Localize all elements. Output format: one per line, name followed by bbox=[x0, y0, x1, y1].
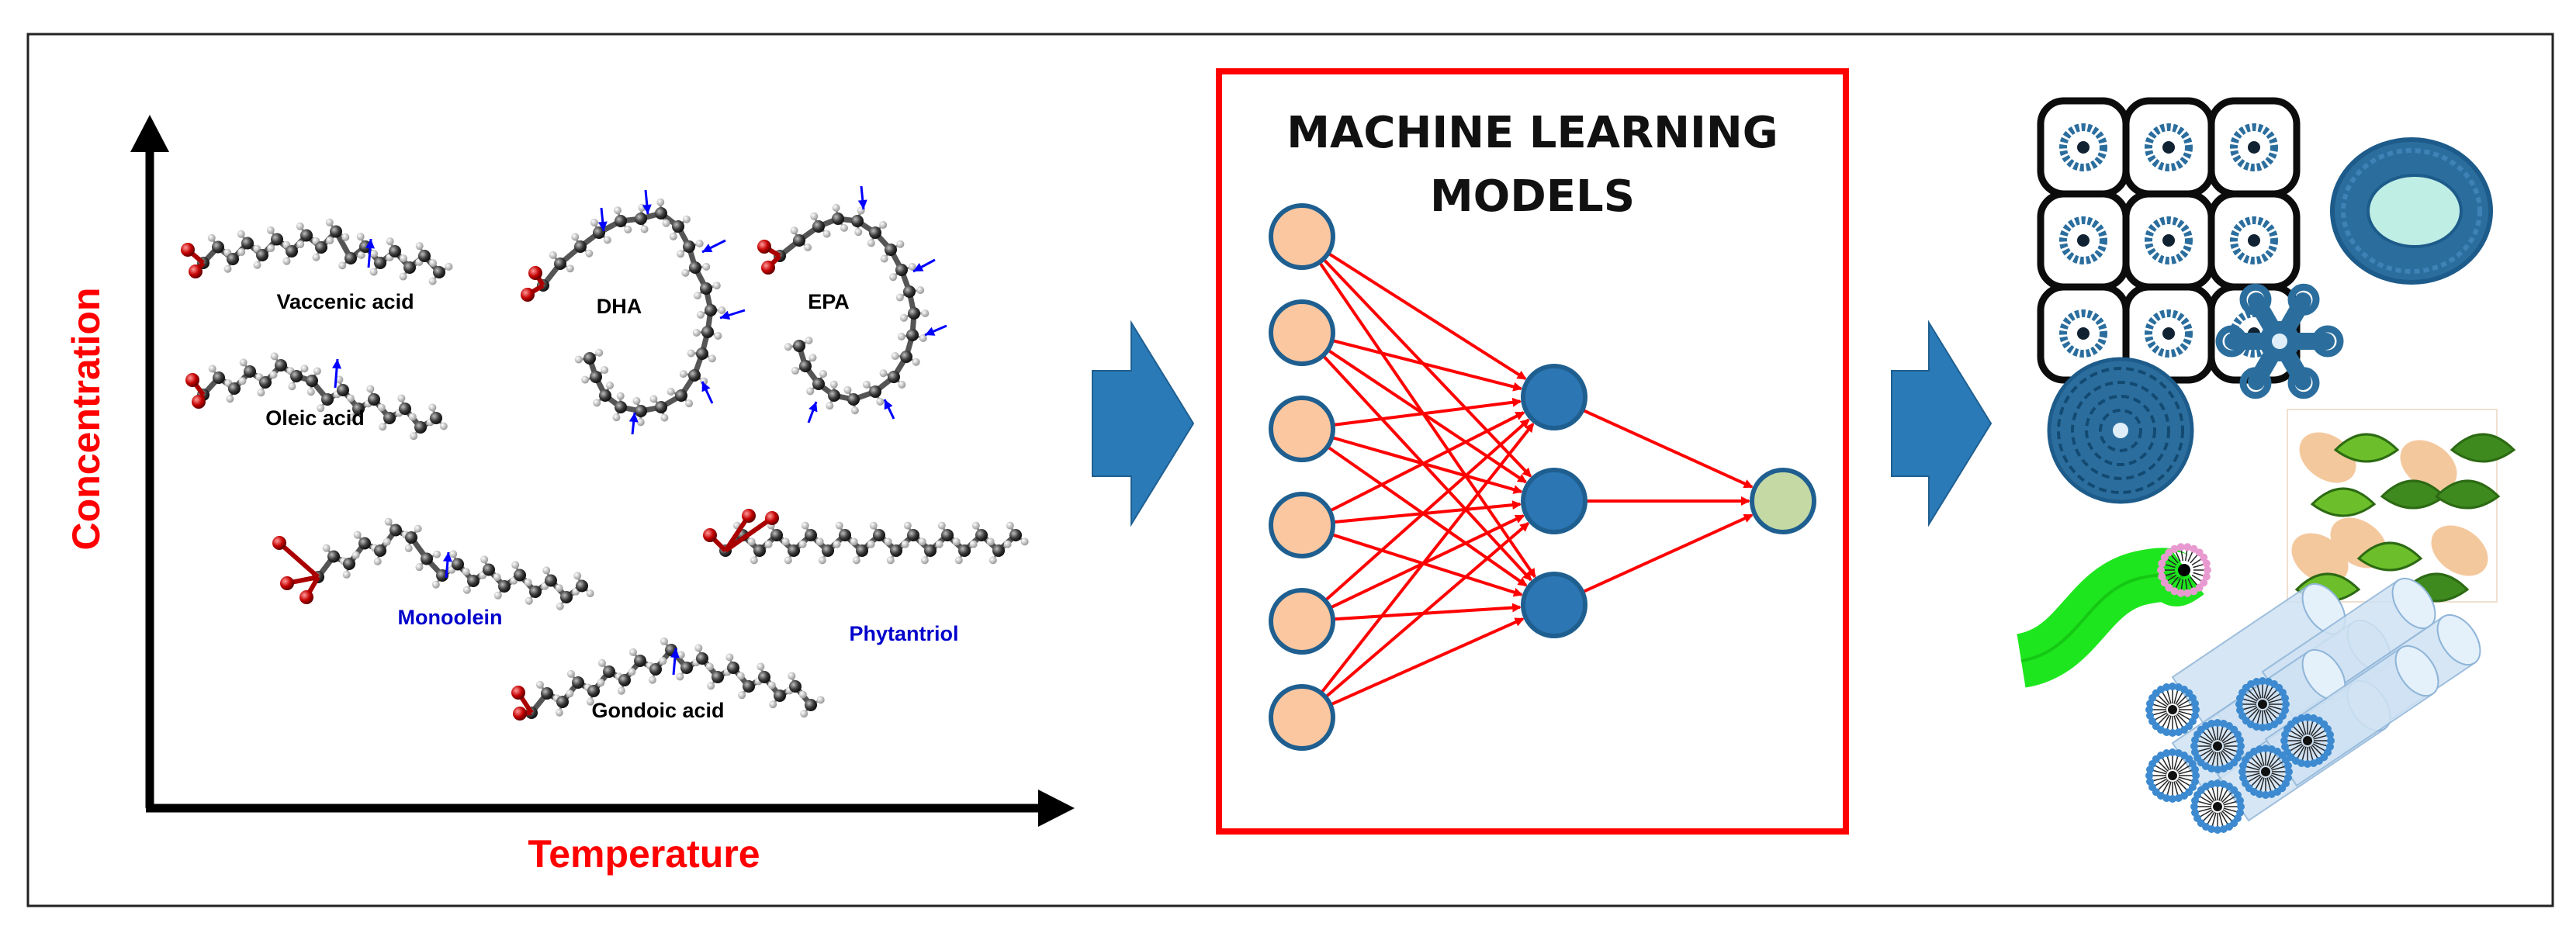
flow-arrow-right-2 bbox=[1891, 320, 1993, 527]
input-node-1 bbox=[1269, 299, 1335, 366]
edge-input-5-hidden-1 bbox=[1324, 522, 1530, 699]
edge-input-3-hidden-2 bbox=[1331, 533, 1523, 597]
edge-input-5-hidden-0 bbox=[1320, 423, 1535, 694]
output-node-0 bbox=[1750, 468, 1816, 534]
edge-hidden-0-output-0 bbox=[1581, 408, 1754, 489]
molecule-labels: Vaccenic acid DHA EPA Oleic acid Monoole… bbox=[265, 290, 958, 722]
vesicle-icon bbox=[2330, 137, 2493, 285]
label-vaccenic-acid: Vaccenic acid bbox=[276, 290, 414, 313]
edge-input-4-hidden-1 bbox=[1329, 514, 1525, 610]
figure-border bbox=[26, 33, 2554, 907]
input-node-2 bbox=[1269, 396, 1335, 462]
label-oleic-acid: Oleic acid bbox=[265, 406, 365, 430]
edge-input-1-hidden-2 bbox=[1321, 354, 1532, 582]
input-node-3 bbox=[1269, 492, 1335, 558]
ml-title-line1: MACHINE LEARNING bbox=[1286, 108, 1778, 158]
molecule-phytantriol bbox=[703, 509, 1029, 565]
label-dha: DHA bbox=[597, 295, 642, 318]
molecule-panel bbox=[181, 185, 1029, 721]
spherical-micelle-icon bbox=[2047, 357, 2194, 504]
ml-title-line2: MODELS bbox=[1430, 171, 1635, 222]
input-node-4 bbox=[1269, 588, 1335, 655]
input-node-0 bbox=[1269, 203, 1335, 270]
edge-input-2-hidden-2 bbox=[1326, 445, 1528, 587]
neural-network bbox=[1269, 203, 1816, 751]
molecule-oleic-acid bbox=[185, 352, 448, 441]
worm-micelle-icon bbox=[2015, 543, 2211, 688]
y-axis-arrowhead bbox=[130, 115, 169, 152]
flow-arrow-right-1 bbox=[1092, 320, 1195, 527]
x-axis-arrowhead bbox=[1038, 790, 1075, 827]
label-monoolein: Monoolein bbox=[398, 606, 503, 629]
hexagonal-cylinders-icon bbox=[2145, 577, 2481, 834]
self-assembly-structures bbox=[2015, 97, 2516, 834]
y-axis-title: Concentration bbox=[64, 288, 108, 551]
molecule-dha bbox=[521, 189, 746, 435]
hidden-node-0 bbox=[1521, 364, 1587, 430]
label-gondoic-acid: Gondoic acid bbox=[591, 699, 724, 722]
molecule-gondoic-acid bbox=[511, 637, 825, 721]
edge-hidden-2-output-0 bbox=[1581, 513, 1754, 594]
x-axis-title: Temperature bbox=[528, 832, 760, 876]
edge-input-1-hidden-1 bbox=[1327, 348, 1528, 484]
gyroid-icon bbox=[2287, 409, 2516, 603]
edge-input-1-hidden-0 bbox=[1331, 338, 1523, 392]
edge-input-0-hidden-1 bbox=[1322, 257, 1532, 478]
hexagonal-micelle-icon bbox=[2215, 283, 2344, 399]
label-epa: EPA bbox=[808, 290, 850, 313]
edge-input-5-hidden-2 bbox=[1329, 617, 1525, 707]
molecule-epa bbox=[757, 185, 947, 423]
hidden-node-1 bbox=[1521, 468, 1587, 534]
edge-input-2-hidden-1 bbox=[1331, 436, 1523, 494]
edge-input-0-hidden-2 bbox=[1317, 261, 1536, 579]
edge-input-2-hidden-0 bbox=[1332, 397, 1522, 427]
edge-input-3-hidden-1 bbox=[1332, 500, 1522, 524]
input-node-5 bbox=[1269, 684, 1335, 751]
edge-input-4-hidden-2 bbox=[1332, 603, 1522, 621]
molecule-vaccenic-acid bbox=[181, 218, 453, 285]
edge-input-3-hidden-0 bbox=[1328, 411, 1525, 513]
edge-input-0-hidden-0 bbox=[1327, 251, 1527, 381]
hidden-node-2 bbox=[1521, 572, 1587, 638]
molecule-monoolein bbox=[272, 517, 594, 610]
label-phytantriol: Phytantriol bbox=[849, 622, 958, 645]
edge-input-4-hidden-0 bbox=[1324, 418, 1530, 602]
axes: Temperature Concentration bbox=[64, 115, 1075, 876]
